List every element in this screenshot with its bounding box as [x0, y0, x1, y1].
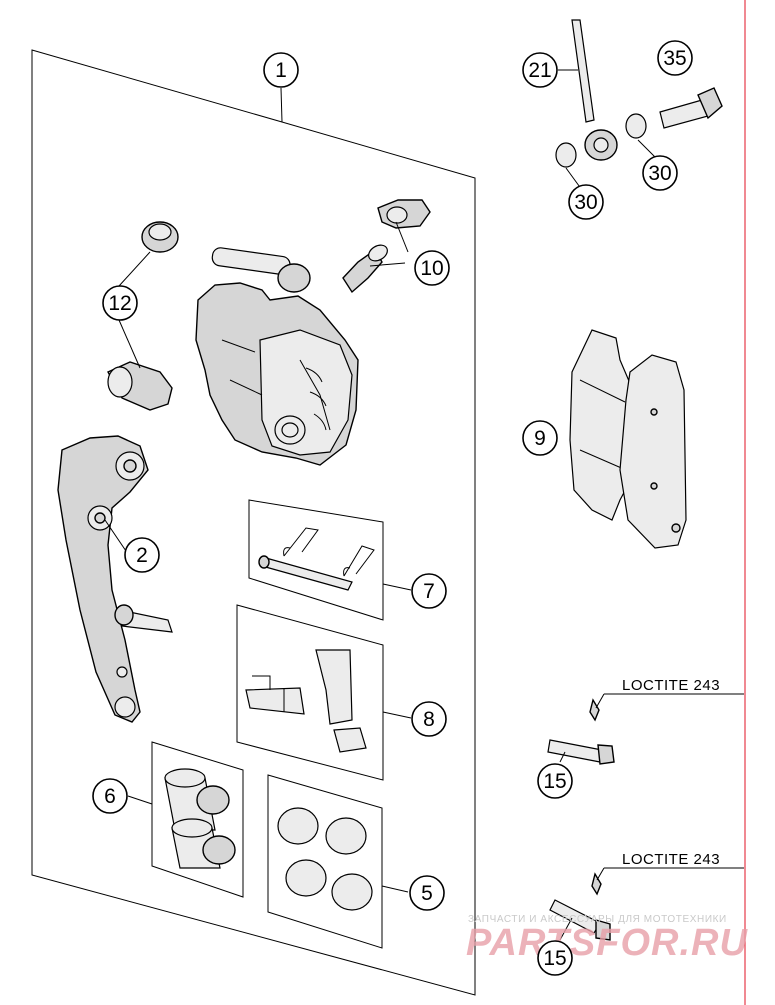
svg-text:6: 6 — [104, 785, 116, 808]
callout-35: 35 — [657, 40, 693, 76]
frame-springs — [236, 604, 384, 781]
leader-7 — [382, 583, 412, 591]
svg-text:5: 5 — [421, 882, 433, 905]
svg-text:15: 15 — [543, 770, 566, 793]
svg-text:9: 9 — [534, 427, 546, 450]
callout-10: 10 — [414, 250, 450, 286]
callout-30-left: 30 — [568, 184, 604, 220]
callout-15-bottom: 15 — [537, 940, 573, 976]
leader-loctite-bottom-tip — [596, 867, 605, 881]
frame-seals — [267, 774, 383, 949]
callout-15-top: 15 — [537, 763, 573, 799]
pad-springs — [245, 649, 367, 753]
pistons — [164, 768, 236, 869]
callout-5: 5 — [409, 875, 445, 911]
callout-7: 7 — [411, 573, 447, 609]
loctite-note-bottom: LOCTITE 243 — [622, 851, 720, 868]
svg-text:30: 30 — [574, 191, 597, 214]
loctite-note-top: LOCTITE 243 — [622, 677, 720, 694]
mounting-bolt-bottom — [549, 872, 611, 941]
callout-21: 21 — [522, 52, 558, 88]
washer-right — [625, 113, 647, 139]
assembly-frame — [31, 49, 476, 996]
callout-12: 12 — [102, 285, 138, 321]
piston-seals — [277, 807, 373, 911]
svg-text:12: 12 — [108, 292, 131, 315]
leader-10b — [395, 221, 409, 253]
brake-line — [571, 19, 618, 161]
svg-text:30: 30 — [648, 162, 671, 185]
brake-pads — [569, 329, 687, 549]
callout-6: 6 — [92, 778, 128, 814]
leader-15b — [559, 917, 573, 941]
leader-8 — [382, 711, 412, 719]
callout-1: 1 — [263, 52, 299, 88]
leader-30b — [637, 139, 656, 158]
leader-2 — [104, 519, 129, 555]
callout-30-right: 30 — [642, 155, 678, 191]
svg-text:10: 10 — [420, 257, 443, 280]
leader-1 — [280, 87, 283, 123]
leader-loctite-top-tip — [595, 693, 605, 709]
bleed-screw — [342, 199, 431, 294]
watermark-brand: PARTSFOR.RU — [466, 922, 748, 964]
svg-text:15: 15 — [543, 947, 566, 970]
svg-text:2: 2 — [136, 544, 148, 567]
watermark-caption: ЗАПЧАСТИ И АКСЕССУАРЫ ДЛЯ МОТОТЕХНИКИ — [468, 914, 727, 925]
washer-left — [555, 142, 577, 168]
svg-text:8: 8 — [423, 708, 435, 731]
leader-12a — [118, 251, 151, 287]
svg-text:1: 1 — [275, 59, 287, 82]
callout-8: 8 — [411, 701, 447, 737]
caliper-bracket — [57, 435, 173, 723]
leader-15a — [559, 751, 566, 763]
svg-text:21: 21 — [528, 59, 551, 82]
frame-pistons — [151, 741, 244, 898]
frame-pins — [248, 499, 384, 621]
leader-10a — [369, 262, 406, 267]
caliper-pins — [258, 527, 375, 591]
brake-caliper-body — [195, 247, 359, 466]
callout-9: 9 — [522, 420, 558, 456]
leader-6 — [127, 795, 153, 805]
caliper-bolt-and-seal — [107, 221, 179, 411]
leader-5 — [381, 885, 409, 893]
callout-2: 2 — [124, 537, 160, 573]
banjo-bolt — [659, 87, 723, 129]
svg-text:7: 7 — [423, 580, 435, 603]
leader-12b — [118, 319, 141, 369]
svg-text:35: 35 — [663, 47, 686, 70]
mounting-bolt-top — [547, 698, 615, 765]
